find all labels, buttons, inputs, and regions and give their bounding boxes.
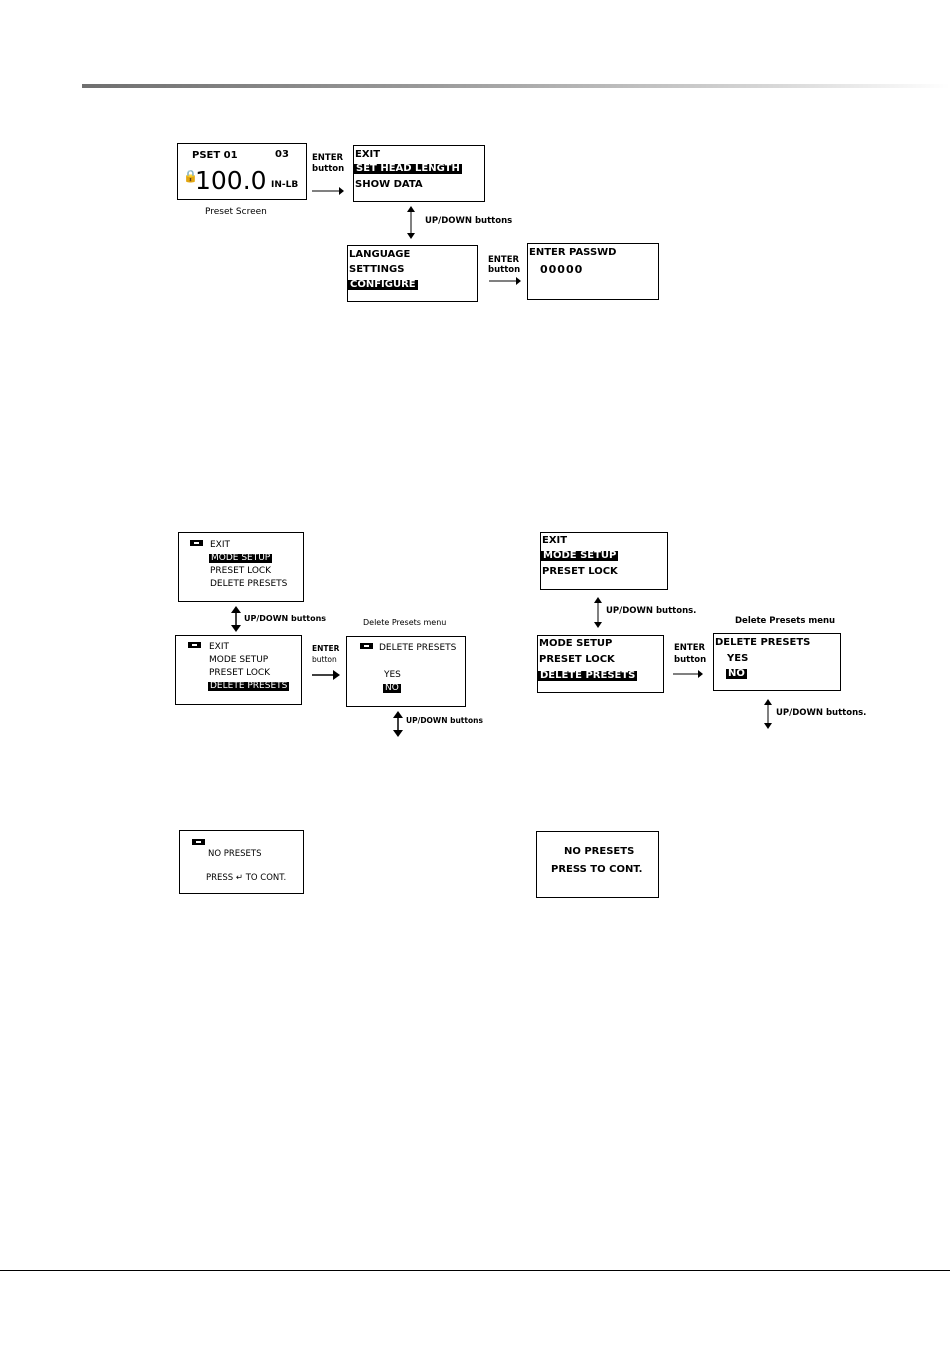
- button-label-2: button: [488, 265, 521, 275]
- battery-icon: [190, 540, 203, 546]
- battery-icon: [188, 642, 201, 648]
- password-screen: ENTER PASSWD 00000: [527, 243, 659, 300]
- updown-label-right-2: UP/DOWN buttons.: [776, 708, 867, 718]
- left-menu-a-exit[interactable]: EXIT: [210, 540, 231, 550]
- preset-screen: PSET 01 03 🔒 100.0 IN-LB: [177, 143, 307, 200]
- menu-config: LANGUAGE SETTINGS CONFIGURE: [347, 245, 478, 302]
- button-label-1: button: [312, 164, 345, 174]
- left-menu-b-delete-presets[interactable]: DELETE PRESETS: [208, 681, 290, 691]
- updown-label-top: UP/DOWN buttons: [425, 216, 513, 226]
- arrow-right-1: [312, 187, 344, 195]
- right-no-presets-line1: NO PRESETS: [564, 846, 635, 857]
- lock-icon: 🔒: [183, 169, 198, 183]
- button-label-4: button: [674, 655, 707, 665]
- enter-label-2: ENTER: [488, 255, 520, 265]
- updown-arrow-left-2: [393, 711, 403, 737]
- enter-label-4: ENTER: [674, 643, 706, 653]
- footer-rule: [0, 1270, 950, 1271]
- menu-config-item-settings[interactable]: SETTINGS: [349, 264, 405, 275]
- password-value[interactable]: 00000: [540, 263, 584, 276]
- enter-label-3: ENTER: [312, 644, 340, 653]
- preset-screen-caption: Preset Screen: [205, 207, 267, 217]
- arrow-right-3: [312, 670, 340, 680]
- right-menu-b: MODE SETUP PRESET LOCK DELETE PRESETS: [537, 635, 664, 693]
- right-delete-yes[interactable]: YES: [727, 653, 749, 664]
- menu-top-item-exit[interactable]: EXIT: [355, 149, 381, 160]
- left-menu-a-mode-setup[interactable]: MODE SETUP: [209, 553, 273, 563]
- updown-label-right-1: UP/DOWN buttons.: [606, 606, 697, 616]
- left-no-presets-line1: NO PRESETS: [208, 849, 262, 859]
- right-menu-b-preset-lock[interactable]: PRESET LOCK: [539, 654, 615, 665]
- left-no-presets-line2: PRESS ↵ TO CONT.: [206, 873, 287, 883]
- left-delete-yes[interactable]: YES: [384, 670, 401, 680]
- battery-icon: [360, 643, 373, 649]
- updown-arrow-right-1: [594, 597, 602, 628]
- enter-label-1: ENTER: [312, 153, 344, 163]
- right-delete-title: DELETE PRESETS: [715, 637, 811, 648]
- right-menu-a: EXIT MODE SETUP PRESET LOCK: [540, 532, 668, 590]
- left-menu-b-exit[interactable]: EXIT: [209, 642, 230, 652]
- right-delete-menu: DELETE PRESETS YES NO: [713, 633, 841, 691]
- menu-top: EXIT SET HEAD LENGTH SHOW DATA: [353, 145, 485, 202]
- left-menu-b-mode-setup[interactable]: MODE SETUP: [209, 655, 269, 665]
- delete-presets-menu-caption-right: Delete Presets menu: [735, 616, 836, 626]
- right-menu-a-preset-lock[interactable]: PRESET LOCK: [542, 566, 618, 577]
- button-label-3: button: [312, 655, 337, 664]
- arrow-right-2: [489, 277, 521, 285]
- menu-config-item-language[interactable]: LANGUAGE: [349, 249, 411, 260]
- torque-value: 100.0: [195, 166, 267, 195]
- updown-label-left-2: UP/DOWN buttons: [406, 716, 483, 725]
- preset-number: 03: [275, 149, 289, 160]
- right-menu-b-mode-setup[interactable]: MODE SETUP: [539, 638, 613, 649]
- right-menu-a-exit[interactable]: EXIT: [542, 535, 568, 546]
- torque-unit: IN-LB: [271, 180, 299, 190]
- preset-label: PSET 01: [192, 150, 238, 161]
- left-delete-no[interactable]: NO: [383, 683, 401, 693]
- left-menu-b-preset-lock[interactable]: PRESET LOCK: [209, 668, 271, 678]
- menu-config-item-configure[interactable]: CONFIGURE: [348, 279, 418, 290]
- updown-arrow-right-2: [764, 699, 772, 729]
- left-delete-title: DELETE PRESETS: [379, 643, 457, 653]
- password-title: ENTER PASSWD: [529, 247, 617, 258]
- updown-arrow-left-1: [231, 606, 241, 632]
- updown-arrow-top: [407, 206, 415, 239]
- left-menu-a-preset-lock[interactable]: PRESET LOCK: [210, 566, 272, 576]
- left-menu-a-delete-presets[interactable]: DELETE PRESETS: [210, 579, 288, 589]
- left-menu-a: EXIT MODE SETUP PRESET LOCK DELETE PRESE…: [178, 532, 304, 602]
- header-rule: [82, 84, 950, 88]
- left-delete-menu: DELETE PRESETS YES NO: [346, 636, 466, 707]
- right-no-presets-line2: PRESS TO CONT.: [551, 864, 643, 875]
- right-menu-a-mode-setup[interactable]: MODE SETUP: [541, 550, 619, 561]
- left-no-presets: NO PRESETS PRESS ↵ TO CONT.: [179, 830, 304, 894]
- battery-icon: [192, 839, 205, 845]
- left-menu-b: EXIT MODE SETUP PRESET LOCK DELETE PRESE…: [175, 635, 302, 705]
- right-no-presets: NO PRESETS PRESS TO CONT.: [536, 831, 659, 898]
- delete-presets-menu-caption-left: Delete Presets menu: [363, 618, 447, 627]
- menu-top-item-show-data[interactable]: SHOW DATA: [355, 179, 423, 190]
- right-delete-no[interactable]: NO: [726, 668, 747, 679]
- updown-label-left-1: UP/DOWN buttons: [244, 614, 327, 623]
- right-menu-b-delete-presets[interactable]: DELETE PRESETS: [538, 670, 638, 681]
- arrow-right-4: [673, 670, 703, 678]
- menu-top-item-set-head-length[interactable]: SET HEAD LENGTH: [354, 163, 462, 174]
